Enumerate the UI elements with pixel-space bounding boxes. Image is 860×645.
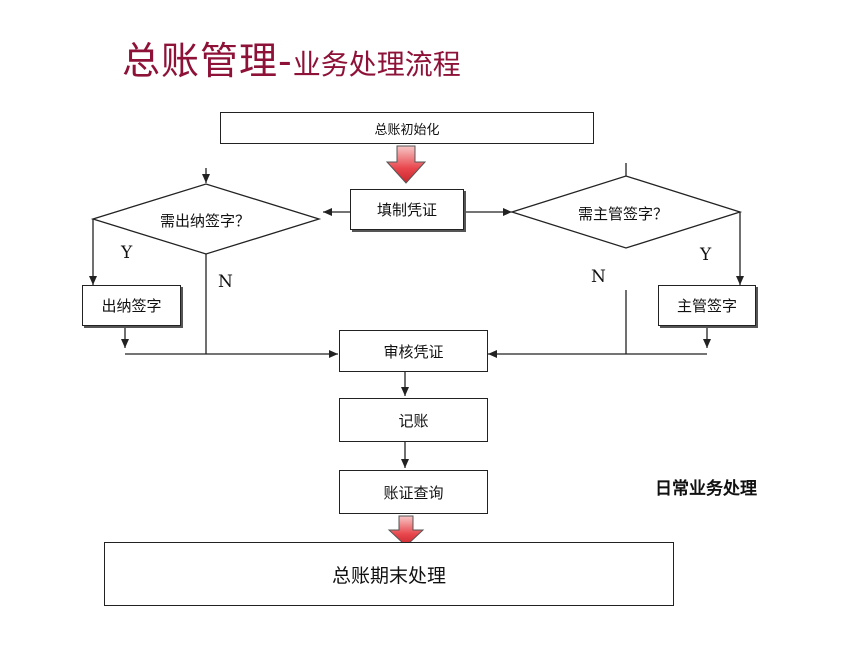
fill-voucher-label: 填制凭证 (376, 201, 437, 219)
decision-cashier-label: 需出纳签字？ (160, 212, 251, 230)
title-sub: 业务处理流程 (292, 48, 461, 81)
query-label: 账证查询 (383, 483, 444, 502)
title-main: 总账管理- (122, 39, 293, 83)
fill-voucher-box: 填制凭证 (350, 189, 464, 230)
audit-voucher-box: 审核凭证 (339, 330, 488, 372)
yes-left-label: Y (121, 243, 133, 263)
period-end-box: 总账期末处理 (104, 542, 674, 606)
query-box: 账证查询 (339, 470, 488, 514)
no-right-label: N (591, 267, 606, 287)
post-ledger-box: 记账 (339, 398, 488, 442)
period-end-label: 总账期末处理 (331, 564, 446, 587)
daily-business-caption: 日常业务处理 (655, 479, 757, 499)
cashier-sign-label: 出纳签字 (101, 297, 162, 315)
fat-arrow-init (385, 145, 427, 184)
cashier-sign-box: 出纳签字 (82, 285, 181, 326)
init-box: 总账初始化 (220, 112, 594, 144)
fat-arrow-period-end (387, 515, 425, 547)
supervisor-sign-box: 主管签字 (658, 285, 756, 326)
decision-supervisor-label: 需主管签字？ (578, 205, 669, 223)
decision-cashier (90, 183, 322, 255)
yes-right-label: Y (700, 245, 712, 265)
no-left-label: N (218, 272, 233, 292)
audit-voucher-label: 审核凭证 (383, 342, 444, 361)
post-ledger-label: 记账 (398, 411, 429, 430)
page-title: 总账管理-业务处理流程 (122, 30, 461, 85)
supervisor-sign-label: 主管签字 (676, 297, 737, 315)
init-label: 总账初始化 (374, 122, 440, 138)
